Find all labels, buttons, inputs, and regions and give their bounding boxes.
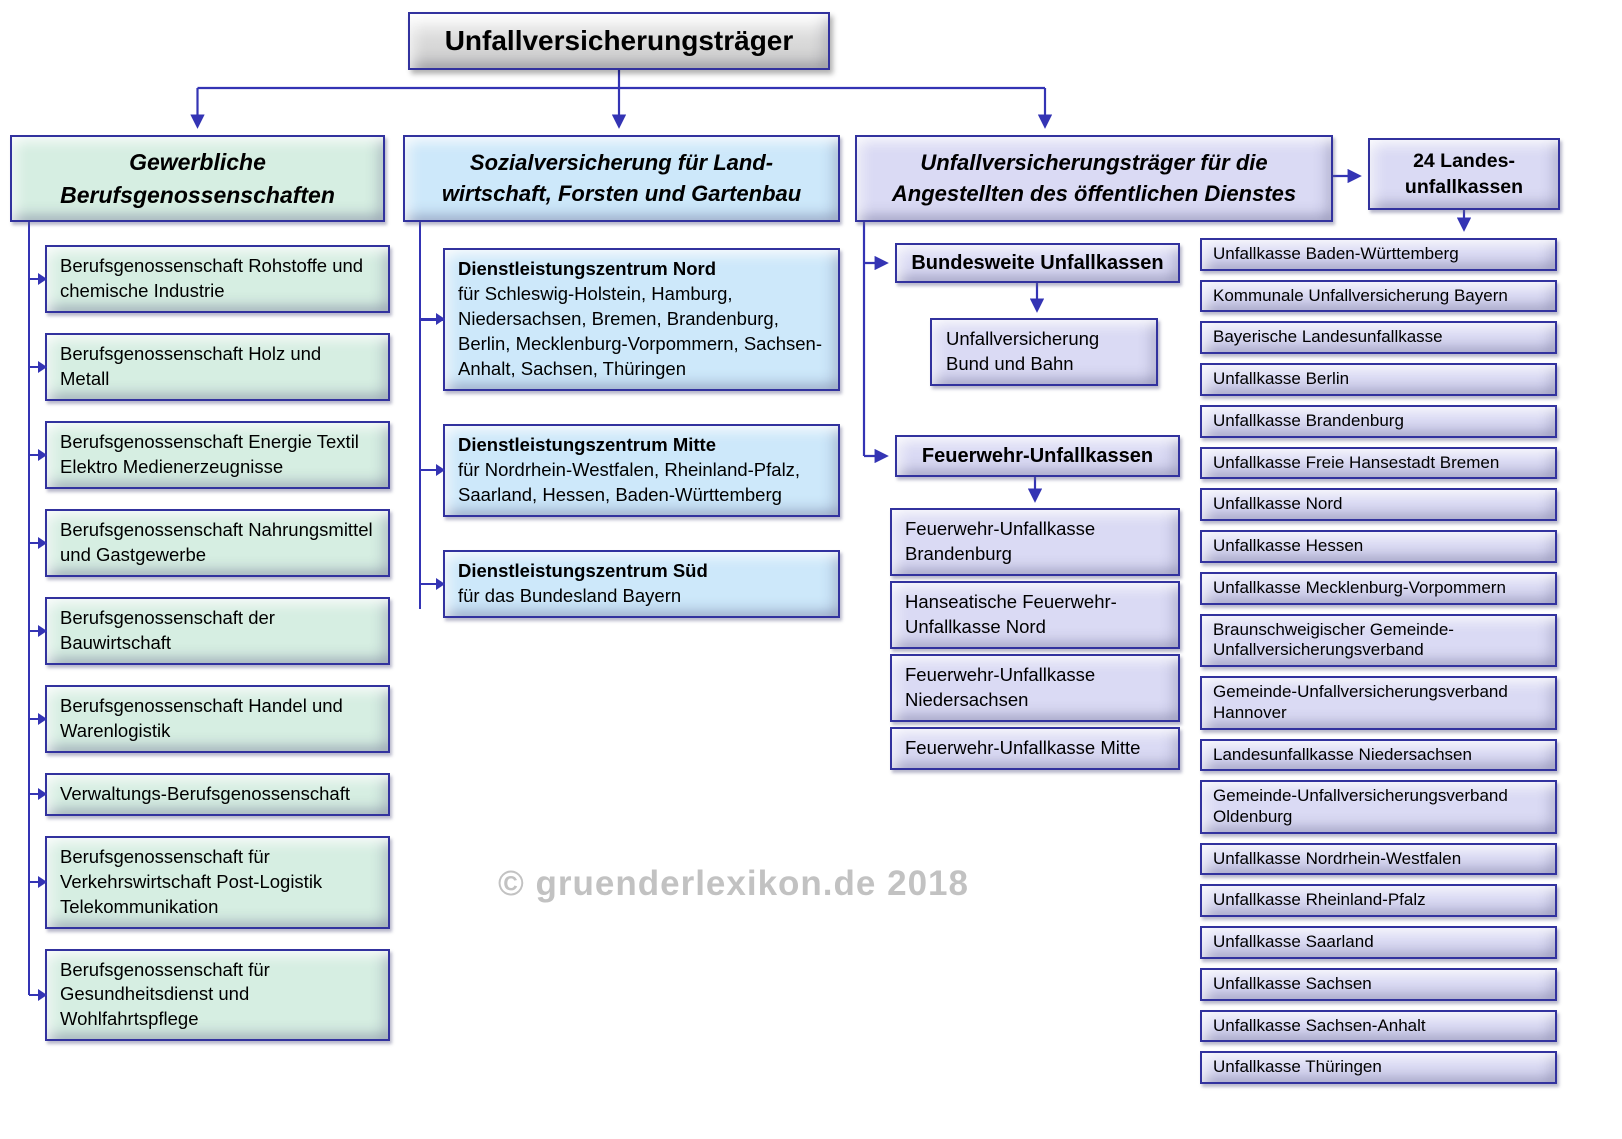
commercial-item: Berufsgenossenschaft für Verkehrswirtsch… xyxy=(29,835,390,929)
service-center-name: Dienstleistungszentrum Süd xyxy=(458,559,708,581)
landesunfallkassen-line2: unfallkassen xyxy=(1404,176,1524,198)
commercial-item: Berufsgenossenschaft Rohstoffe und chemi… xyxy=(29,245,390,313)
state-fund-item: Unfallkasse Sachsen xyxy=(1200,967,1557,1001)
commercial-item: Berufsgenossenschaft der Bauwirtschaft xyxy=(29,596,390,665)
title-box: Unfallversicherungsträger xyxy=(408,12,830,70)
fire-fund-item: Hanseatische Feuerwehr-Unfallkasse Nord xyxy=(890,580,1180,649)
commercial-item: Berufsgenossenschaft für Gesundheitsdien… xyxy=(29,948,390,1042)
service-center-detail: für Nordrhein-Westfalen, Rheinland-Pfalz… xyxy=(458,458,801,505)
commercial-item: Berufsgenossenschaft Energie Textil Elek… xyxy=(29,420,390,489)
state-fund-item: Gemeinde-Unfallversicherungsverband Olde… xyxy=(1200,780,1557,834)
state-fund-item: Landesunfallkasse Niedersachsen xyxy=(1200,738,1557,772)
fire-fund-item: Feuerwehr-Unfallkasse Mitte xyxy=(890,726,1180,770)
state-fund-item: Gemeinde-Unfallversicherungsverband Hann… xyxy=(1200,676,1557,730)
fire-fund-item: Feuerwehr-Unfallkasse Niedersachsen xyxy=(890,653,1180,722)
agriculture-header-line1: Sozialversicherung für Land- xyxy=(469,149,774,175)
state-fund-item: Unfallkasse Hessen xyxy=(1200,530,1557,563)
state-fund-item: Bayerische Landesunfallkasse xyxy=(1200,321,1557,355)
service-center-name: Dienstleistungszentrum Nord xyxy=(458,258,716,279)
landesunfallkassen-box: 24 Landes- unfallkassen xyxy=(1368,138,1560,210)
bund-und-bahn-box: Unfallversicherung Bund und Bahn xyxy=(930,318,1158,386)
commercial-header-line2: Berufsgenossenschaften xyxy=(60,181,335,208)
service-center-detail: für das Bundesland Bayern xyxy=(458,584,682,606)
service-center-list: Dienstleistungszentrum Nord für Schleswi… xyxy=(420,248,840,618)
service-center-item: Dienstleistungszentrum Mitte für Nordrhe… xyxy=(420,423,840,517)
state-fund-item: Unfallkasse Baden-Württemberg xyxy=(1200,238,1557,271)
landesunfallkassen-line1: 24 Landes- xyxy=(1413,149,1515,172)
fire-funds-box: Feuerwehr-Unfallkassen xyxy=(895,435,1180,477)
state-fund-item: Unfallkasse Nord xyxy=(1200,488,1557,522)
commercial-item: Berufsgenossenschaft Holz und Metall xyxy=(29,332,390,401)
state-fund-item: Unfallkasse Berlin xyxy=(1200,363,1557,396)
state-fund-item: Unfallkasse Freie Hansestadt Bremen xyxy=(1200,446,1557,480)
state-fund-item: Unfallkasse Brandenburg xyxy=(1200,404,1557,438)
commercial-list: Berufsgenossenschaft Rohstoffe und chemi… xyxy=(29,245,390,1042)
federal-funds-box: Bundesweite Unfallkassen xyxy=(895,243,1180,283)
service-center-item: Dienstleistungszentrum Süd für das Bunde… xyxy=(420,549,840,618)
state-fund-item: Unfallkasse Mecklenburg-Vorpommern xyxy=(1200,571,1557,605)
commercial-item: Berufsgenossenschaft Handel und Warenlog… xyxy=(29,684,390,753)
agriculture-header: Sozialversicherung für Land- wirtschaft,… xyxy=(403,135,840,222)
public-service-header-line2: Angestellten des öffentlichen Dienstes xyxy=(891,180,1297,206)
agriculture-rail-line xyxy=(419,222,422,609)
commercial-item: Berufsgenossenschaft Nahrungsmittel und … xyxy=(29,508,390,577)
service-center-item: Dienstleistungszentrum Nord für Schleswi… xyxy=(420,248,840,391)
fire-fund-item: Feuerwehr-Unfallkasse Brandenburg xyxy=(890,508,1180,576)
public-service-header-line1: Unfallversicherungsträger für die xyxy=(920,149,1268,175)
public-service-header: Unfallversicherungsträger für die Angest… xyxy=(855,135,1333,222)
state-fund-item: Kommunale Unfallversicherung Bayern xyxy=(1200,279,1557,313)
state-fund-item: Unfallkasse Thüringen xyxy=(1200,1051,1557,1085)
state-fund-item: Unfallkasse Saarland xyxy=(1200,926,1557,959)
state-fund-item: Unfallkasse Nordrhein-Westfalen xyxy=(1200,842,1557,876)
watermark: © gruenderlexikon.de 2018 xyxy=(498,864,969,903)
commercial-header-line1: Gewerbliche xyxy=(129,149,266,176)
service-center-name: Dienstleistungszentrum Mitte xyxy=(458,433,716,455)
state-fund-item: Braunschweigischer Gemeinde-Unfallversic… xyxy=(1200,613,1557,668)
commercial-item: Verwaltungs-Berufsgenossenschaft xyxy=(29,772,390,816)
commercial-rail-line xyxy=(28,222,31,995)
state-fund-item: Unfallkasse Rheinland-Pfalz xyxy=(1200,884,1557,918)
service-center-detail: für Schleswig-Holstein, Hamburg, Nieders… xyxy=(458,282,822,379)
state-fund-item: Unfallkasse Sachsen-Anhalt xyxy=(1200,1009,1557,1043)
agriculture-header-line2: wirtschaft, Forsten und Gartenbau xyxy=(441,180,802,206)
commercial-header: Gewerbliche Berufsgenossenschaften xyxy=(10,135,385,222)
